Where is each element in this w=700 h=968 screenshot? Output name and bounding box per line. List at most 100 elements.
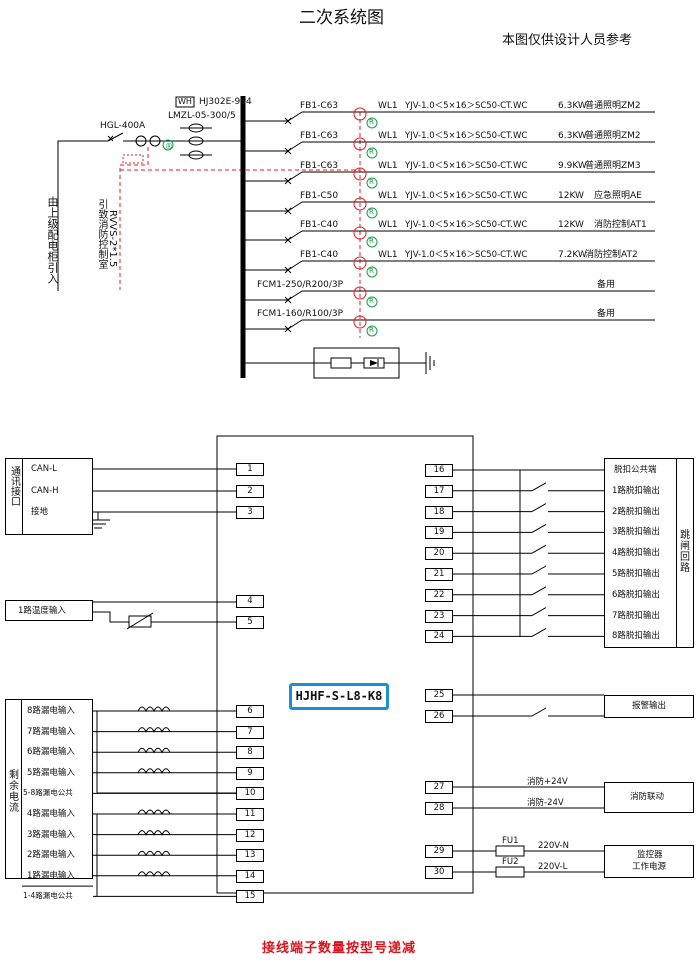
temp-label: 1路温度输入 xyxy=(18,606,66,616)
leak-terminal: 8 xyxy=(236,746,264,760)
circuit-load: 12KW xyxy=(558,220,584,230)
circuit-use: 备用 xyxy=(597,280,616,290)
alarm-terminal: 26 xyxy=(425,710,453,723)
leak-terminal: 13 xyxy=(236,849,264,863)
rcd-mark xyxy=(366,266,378,278)
incoming-supply-label: 由上级配电柜引入 xyxy=(46,196,59,284)
circuit-breaker-label: FCM1-250/R200/3P xyxy=(257,280,344,290)
comm-group-label: 通讯接口 xyxy=(8,466,20,506)
circuit-switch xyxy=(287,111,303,122)
rcd-symbol: R xyxy=(369,208,374,216)
trip-terminal: 22 xyxy=(425,588,453,602)
trip-label: 3路脱扣输出 xyxy=(612,527,660,538)
circuit-switch xyxy=(287,290,303,301)
circuit-load: 6.3KW xyxy=(558,131,587,141)
meter-model: HJ302E-9S4 xyxy=(199,97,252,107)
trip-terminal: 16 xyxy=(425,464,453,477)
circuit-cable: YJV-1.0＜5×16＞SC50-CT.WC xyxy=(405,250,528,260)
trip-label: 7路脱扣输出 xyxy=(612,610,660,621)
circuit-cable: YJV-1.0＜5×16＞SC50-CT.WC xyxy=(405,220,528,230)
single-line-diagram: ® xyxy=(57,96,655,379)
leak-terminal: 6 xyxy=(236,705,264,718)
circuit-load: 6.3KW xyxy=(558,101,587,111)
fire-link-terminal: 27 xyxy=(425,781,453,794)
rcd-sensor xyxy=(353,107,367,121)
rcd-mark xyxy=(366,117,378,129)
leak-group-label: 剩 余 电 流 xyxy=(9,770,19,814)
device-model-label: HJHF-S-L8-K8 xyxy=(289,683,389,710)
leak-terminal: 14 xyxy=(236,869,264,883)
alarm-terminal: 25 xyxy=(425,689,453,702)
circuit-use: 消防控制AT1 xyxy=(594,220,647,230)
trip-terminal: 19 xyxy=(425,526,453,540)
circuit-switch xyxy=(287,260,303,271)
leak-label: 7路漏电输入 xyxy=(27,726,75,737)
fire-link-wire: 消防+24V xyxy=(527,777,568,787)
comm-group-cell xyxy=(5,458,23,535)
rcd-mark xyxy=(366,207,378,219)
rcd-sensor xyxy=(353,286,367,300)
alarm-label: 报警输出 xyxy=(632,701,667,711)
comm-terminal: 2 xyxy=(236,485,264,498)
leak-label: 4路漏电输入 xyxy=(27,809,75,819)
comm-label: 接地 xyxy=(31,507,49,517)
power-terminal: 29 xyxy=(425,845,453,858)
circuit-breaker-label: FB1-C63 xyxy=(300,161,339,171)
trip-terminal: 23 xyxy=(425,609,453,623)
trip-group-label: 跳 闸 回 路 xyxy=(680,530,690,574)
circuit-cable: YJV-1.0＜5×16＞SC50-CT.WC xyxy=(405,101,528,111)
footer-note: 接线端子数量按型号递减 xyxy=(262,941,417,956)
trip-terminal: 20 xyxy=(425,547,453,561)
leak-label: 1-4路漏电公共 xyxy=(23,891,73,901)
circuit-load: 7.2KW xyxy=(558,250,587,260)
circuit-use: 备用 xyxy=(597,309,616,319)
rcd-symbol: R xyxy=(369,267,374,275)
rcd-symbol: R xyxy=(369,237,374,245)
ct-model: LMZL-05-300/5 xyxy=(168,111,236,121)
leak-label: 6路漏电输入 xyxy=(27,747,75,758)
circuit-id: WL1 xyxy=(378,220,398,230)
trip-label: 6路脱扣输出 xyxy=(612,589,660,600)
circuit-use: 消防控制AT2 xyxy=(585,250,638,260)
rcd-symbol: R xyxy=(369,118,374,126)
circuit-switch xyxy=(287,201,303,212)
rcd-mark xyxy=(366,325,378,337)
comm-terminal: 1 xyxy=(236,463,264,476)
trip-label: 5路脱扣输出 xyxy=(612,569,660,579)
comm-label: CAN-H xyxy=(31,486,59,496)
temp-terminal: 5 xyxy=(236,616,264,629)
circuit-cable: YJV-1.0＜5×16＞SC50-CT.WC xyxy=(405,191,528,201)
circuit-load: 12KW xyxy=(558,191,584,201)
rcd-symbol: R xyxy=(369,178,374,186)
temp-terminal: 4 xyxy=(236,595,264,608)
main-breaker-label: HGL-400A xyxy=(100,121,146,131)
trip-terminal: 18 xyxy=(425,505,453,519)
circuit-use: 普通照明ZM2 xyxy=(585,131,641,141)
rcd-mark xyxy=(366,147,378,159)
circuit-breaker-label: FB1-C63 xyxy=(300,101,339,111)
circuit-id: WL1 xyxy=(378,161,398,171)
circuit-switch xyxy=(287,319,303,330)
rcd-sensor xyxy=(353,167,367,181)
trip-label: 8路脱扣输出 xyxy=(612,631,660,642)
circuit-breaker-label: FB1-C50 xyxy=(300,191,339,201)
rcd-symbol: R xyxy=(369,297,374,305)
circuit-load: 9.9KW xyxy=(558,161,587,171)
circuit-switch xyxy=(287,171,303,182)
circuit-use: 应急照明AE xyxy=(594,191,642,201)
fire-cable-label: RVVS-2*1.5 xyxy=(107,210,118,268)
rcd-sensor xyxy=(353,197,367,211)
rcd-sensor xyxy=(353,137,367,151)
circuit-breaker-label: FB1-C40 xyxy=(300,220,339,230)
circuit-id: WL1 xyxy=(378,250,398,260)
rcd-sensor xyxy=(353,256,367,270)
circuit-breaker-label: FB1-C63 xyxy=(300,131,339,141)
fire-link-panel xyxy=(604,782,694,813)
fire-link-terminal: 28 xyxy=(425,802,453,815)
power-wire: 220V-N xyxy=(538,841,569,851)
fire-pipe-label: 引致消防控制室 xyxy=(96,199,107,269)
diagram-title: 二次系统图 xyxy=(299,8,384,28)
comm-terminal: 3 xyxy=(236,506,264,519)
trip-group-cell xyxy=(676,458,694,648)
circuit-switch xyxy=(287,141,303,152)
